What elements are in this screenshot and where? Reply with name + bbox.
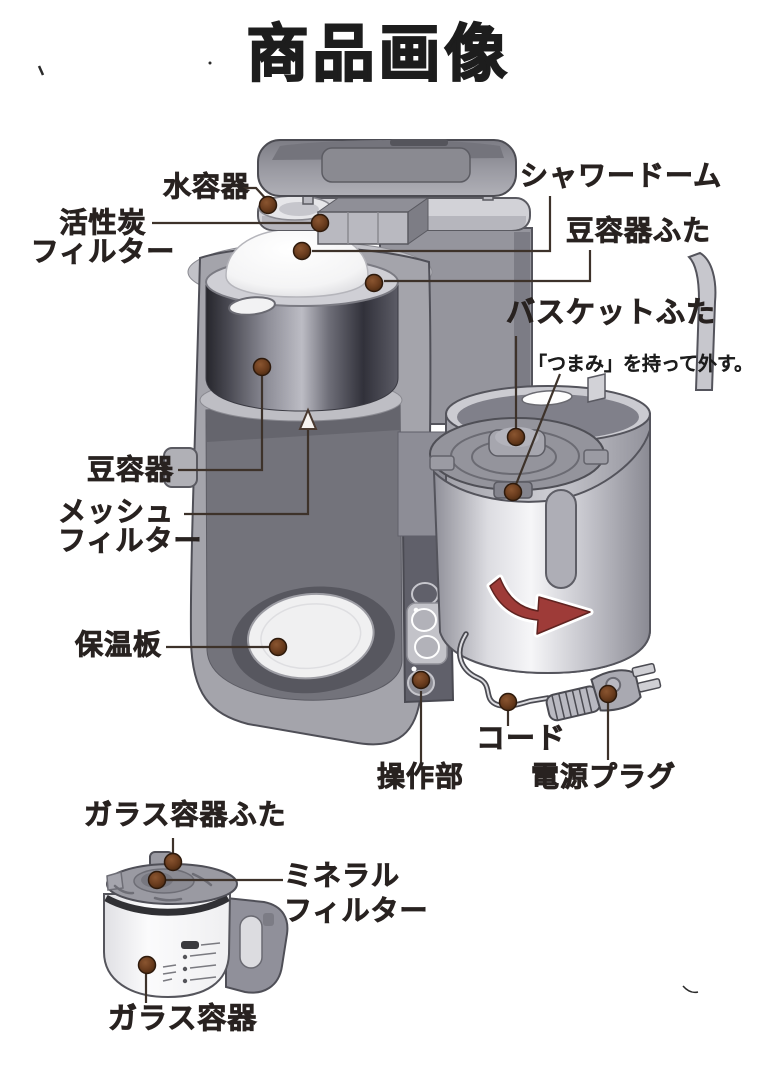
machine-lid [257, 139, 517, 197]
dot-basket-lid-knob [503, 482, 523, 502]
dot-glass-lid [163, 852, 183, 872]
label-glass-container: ガラス容器 [108, 1003, 258, 1035]
label-carbon-filter: 活性炭 フィルター [22, 207, 184, 267]
body-side-tab [163, 447, 198, 488]
carafe-part [103, 851, 289, 999]
label-warming-plate: 保温板 [74, 629, 162, 660]
label-bean-container: 豆容器 [86, 454, 174, 485]
dot-mineral-filter [147, 870, 167, 890]
artifact-marks [37, 61, 699, 994]
dot-power-plug [598, 684, 618, 704]
leader-bean-container [178, 374, 264, 472]
label-carbon-filter-line2: フィルター [30, 236, 176, 267]
label-control-panel: 操作部 [377, 761, 465, 792]
label-glass-lid: ガラス容器ふた [84, 799, 287, 830]
artifact-mark [37, 65, 45, 76]
leader-water-container [238, 186, 268, 201]
warming-plate-part [231, 586, 395, 694]
rotate-arrow-icon [486, 574, 594, 638]
artifact-mark [682, 985, 699, 994]
label-basket-lid: バスケットふた [506, 297, 717, 329]
carbon-filter-box [316, 197, 430, 245]
carafe-scale-marks [162, 941, 221, 984]
leader-bean-container-lid [384, 250, 592, 283]
dot-warming-plate [268, 637, 288, 657]
label-mesh-filter: メッシュ フィルター [58, 496, 203, 556]
basket-rim-notch [587, 373, 606, 403]
label-water-container: 水容器 [162, 171, 250, 202]
plug-prong [637, 678, 662, 693]
carafe-handle [225, 896, 289, 994]
label-mineral-filter: ミネラル フィルター [284, 858, 428, 928]
dot-cord [498, 692, 518, 712]
leader-lines [144, 186, 610, 1003]
page-title: 商品画像 [245, 20, 511, 89]
label-cord: コード [476, 723, 567, 755]
mesh-filter-arrow-icon [298, 407, 318, 430]
label-basket-lid-note: 「つまみ」を持って外す。 [528, 354, 754, 375]
leader-shower-dome [312, 196, 552, 253]
shower-dome-part [225, 228, 369, 298]
label-mineral-filter-line2: フィルター [284, 895, 429, 927]
bean-container-part [199, 228, 403, 422]
label-mesh-filter-line2: フィルター [58, 525, 203, 556]
label-mineral-filter-line1: ミネラル [284, 860, 401, 892]
dot-basket-lid [506, 427, 526, 447]
label-shower-dome: シャワードーム [520, 160, 723, 191]
lid-handle-recess [321, 147, 471, 183]
label-bean-container-lid: 豆容器ふた [566, 215, 712, 246]
dot-carbon-filter [310, 213, 330, 233]
dot-bean-container-lid [364, 273, 384, 293]
basket-front-wrap [432, 429, 651, 675]
plug-prong [631, 662, 656, 678]
callout-dots [137, 195, 618, 975]
dot-bean-container [252, 357, 272, 377]
dot-water-container [258, 195, 278, 215]
power-cord-part [457, 631, 551, 709]
dot-control-panel [411, 670, 431, 690]
leader-mesh-filter [184, 428, 310, 516]
carafe-body [103, 893, 232, 999]
basket-wrap-slot [545, 489, 577, 589]
label-carbon-filter-line1: 活性炭 [59, 207, 147, 238]
carafe-glass-band [104, 894, 230, 916]
leader-basket-lid-note [513, 373, 562, 488]
machine-back-right-edge [687, 251, 717, 391]
dot-glass-container [137, 955, 157, 975]
label-mesh-filter-line1: メッシュ [58, 496, 175, 527]
label-power-plug: 電源プラグ [531, 761, 677, 792]
bean-container-slot [228, 296, 276, 316]
dot-shower-dome [292, 241, 312, 261]
artifact-mark [208, 61, 212, 65]
